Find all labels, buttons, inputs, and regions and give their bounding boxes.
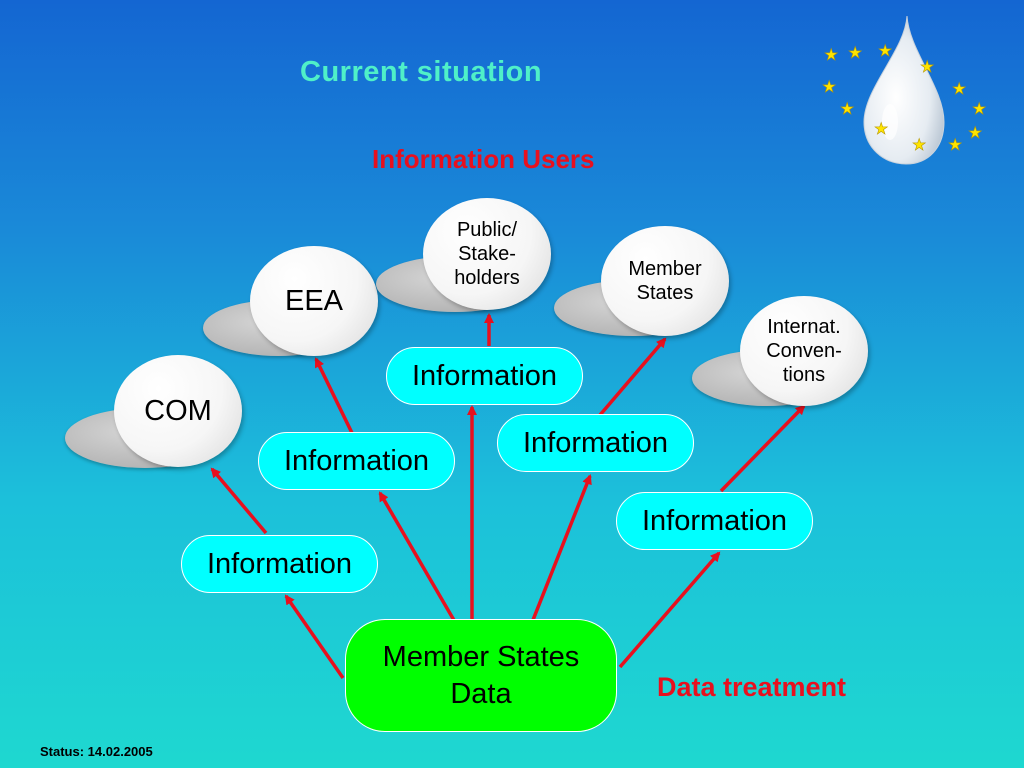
data-treatment-label: Data treatment [657, 672, 847, 702]
arrow-to-info-2 [378, 491, 457, 623]
arrow-to-com [210, 467, 268, 535]
information-box-1: Information [181, 535, 378, 593]
eu-water-drop-with-stars-icon: ★ ★ ★ ★ ★ ★ ★ ★ ★ ★ ★ ★ [822, 15, 987, 165]
status-date: Status: 14.02.2005 [40, 744, 153, 759]
member-states-bubble: Member States [601, 226, 729, 336]
slide-title: Current situation [300, 56, 543, 88]
member-states-line-2: States [636, 282, 694, 304]
public-line-1: Public/ [456, 219, 517, 241]
information-box-5: Information [616, 492, 813, 550]
eea-label: EEA [284, 284, 344, 317]
arrow-to-info-5 [618, 551, 721, 669]
public-line-2: Stake- [458, 243, 516, 265]
internat-line-1: Internat. [767, 316, 841, 338]
svg-text:★: ★ [948, 135, 962, 154]
svg-text:★: ★ [952, 79, 966, 98]
information-box-4: Information [497, 414, 694, 472]
public-stakeholders-bubble: Public/ Stake- holders [423, 198, 551, 310]
svg-text:★: ★ [874, 119, 888, 138]
source-line-1: Member States [382, 641, 580, 674]
svg-text:★: ★ [968, 123, 982, 142]
svg-text:★: ★ [824, 45, 838, 64]
arrow-to-eea [314, 357, 354, 434]
internat-conventions-bubble: Internat. Conven- tions [740, 296, 868, 406]
com-label: COM [144, 394, 212, 427]
arrow-to-info-4 [531, 474, 592, 621]
svg-text:★: ★ [848, 43, 862, 62]
svg-text:★: ★ [972, 99, 986, 118]
information-box-3: Information [386, 347, 583, 405]
information-users-label: Information Users [372, 144, 595, 174]
member-states-line-1: Member [628, 258, 702, 280]
eea-user-bubble: EEA [250, 246, 378, 356]
svg-text:★: ★ [878, 41, 892, 60]
com-user-bubble: COM [114, 355, 242, 467]
member-states-data-box: Member States Data [345, 619, 617, 732]
svg-text:★: ★ [822, 77, 836, 96]
internat-line-3: tions [782, 364, 826, 386]
svg-text:★: ★ [912, 135, 926, 154]
arrow-to-info-1 [284, 594, 345, 679]
internat-line-2: Conven- [766, 340, 842, 362]
source-line-2: Data [450, 677, 512, 710]
information-box-2: Information [258, 432, 455, 490]
arrow-to-internat [719, 404, 806, 493]
arrow-to-member-states [598, 337, 667, 417]
svg-text:★: ★ [920, 57, 934, 76]
svg-text:★: ★ [840, 99, 854, 118]
public-line-3: holders [454, 267, 520, 289]
